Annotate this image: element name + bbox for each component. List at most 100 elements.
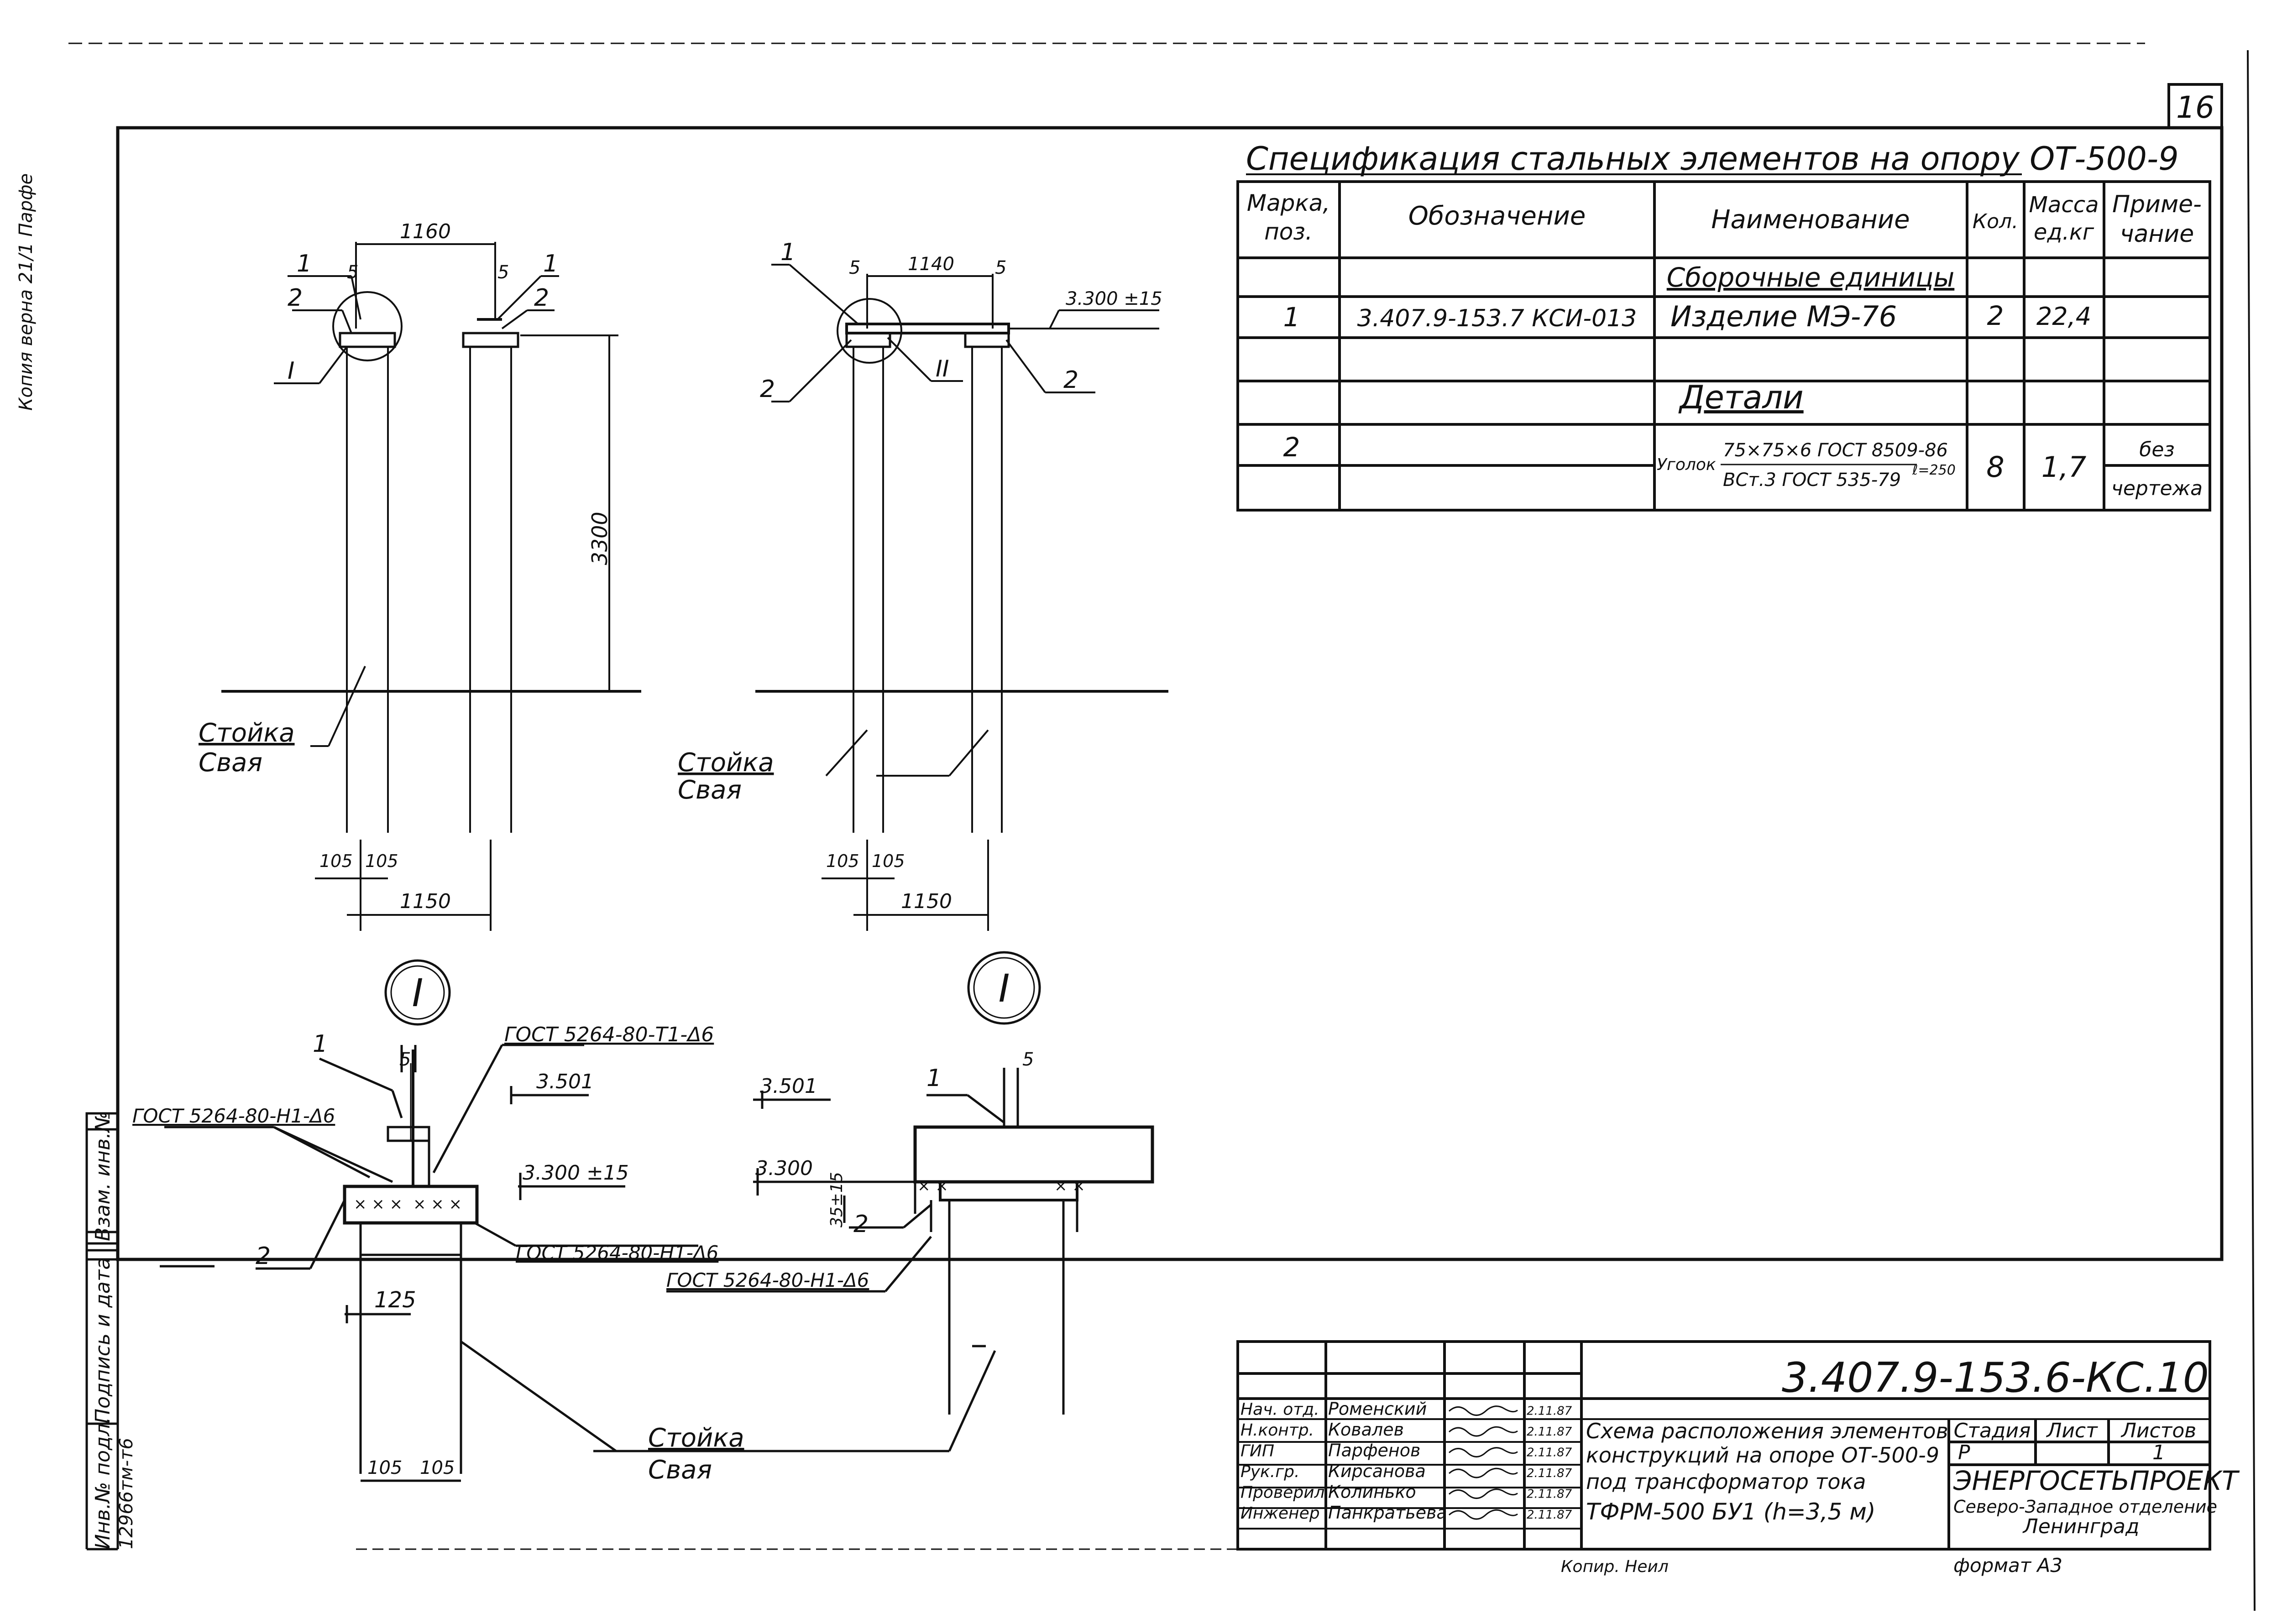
detail-II-marker: I bbox=[999, 966, 1010, 1011]
role-date: 2.11.87 bbox=[1527, 1488, 1572, 1501]
right-cut-line bbox=[2247, 50, 2256, 1611]
dim-125: 125 bbox=[374, 1287, 416, 1313]
row2-mass: 1,7 bbox=[2041, 450, 2087, 484]
dim-5-c: 5 bbox=[849, 257, 860, 278]
pos-2-f: 2 bbox=[853, 1211, 869, 1238]
desc-line-3: под трансформатор тока bbox=[1586, 1469, 1866, 1494]
level-3300-a: 3.300 ±15 bbox=[1066, 288, 1162, 309]
org-name: ЭНЕРГОСЕТЬПРОЕКТ bbox=[1953, 1465, 2240, 1496]
dim-5-e: 5 bbox=[399, 1049, 411, 1070]
role-name: Кирсанова bbox=[1328, 1461, 1426, 1481]
role-name: Панкратьева bbox=[1328, 1503, 1447, 1523]
section-assembly: Сборочные единицы bbox=[1667, 262, 1955, 293]
detail-II: I × × × × 1 5 3.501 3.300 35±15 bbox=[666, 951, 1154, 1415]
signature-mark bbox=[1448, 1467, 1518, 1478]
gost-label-2: ГОСТ 5264-80-Н1-Δ6 bbox=[132, 1105, 335, 1127]
row1-mass: 22,4 bbox=[2036, 302, 2091, 331]
dim-105-a: 105 bbox=[319, 851, 353, 871]
gost-label-4: ГОСТ 5264-80-Н1-Δ6 bbox=[666, 1269, 869, 1291]
hdr-mass-2: ед.кг bbox=[2034, 219, 2094, 245]
dim-35: 35±15 bbox=[827, 1172, 846, 1227]
gost-label-3: ГОСТ 5264-80-Н1-Δ6 bbox=[516, 1242, 718, 1264]
dim-1140: 1140 bbox=[908, 254, 954, 275]
stage-value: Р bbox=[1958, 1441, 1970, 1464]
level-3501-b: 3.501 bbox=[760, 1075, 817, 1098]
role-name: Парфенов bbox=[1328, 1441, 1420, 1461]
row2-name-top: 75×75×6 ГОСТ 8509-86 bbox=[1723, 440, 1948, 461]
desc-line-4: ТФРМ-500 БУ1 (h=3,5 м) bbox=[1586, 1499, 1875, 1525]
pos-1-e: 1 bbox=[926, 1065, 942, 1092]
spec-title: Спецификация стальных элементов на опору… bbox=[1246, 140, 2179, 178]
hdr-note-1: Приме- bbox=[2112, 191, 2202, 218]
side-stamp-copy-note: Копия верна 21/1 Парфе bbox=[16, 173, 37, 411]
weld-mark: × × bbox=[917, 1177, 948, 1195]
sheets-value: 1 bbox=[2152, 1441, 2165, 1464]
node-I-label: I bbox=[288, 357, 294, 385]
row2-qty: 8 bbox=[1986, 450, 2004, 484]
section-details: Детали bbox=[1678, 379, 1804, 416]
role-role: Н.контр. bbox=[1240, 1421, 1314, 1440]
row1-qty: 2 bbox=[1987, 300, 2004, 331]
label-svaya-c: Свая bbox=[648, 1455, 712, 1485]
pos-2-c: 2 bbox=[760, 376, 775, 403]
role-date: 2.11.87 bbox=[1527, 1446, 1572, 1460]
row2-note-2: чертежа bbox=[2111, 477, 2203, 500]
dim-5-a: 5 bbox=[347, 262, 358, 283]
row2-name-prefix: Уголок bbox=[1657, 455, 1716, 474]
role-date: 2.11.87 bbox=[1527, 1508, 1572, 1522]
dim-3300: 3300 bbox=[587, 512, 612, 565]
label-svaya-b: Свая bbox=[678, 775, 742, 805]
hdr-note-2: чание bbox=[2120, 220, 2194, 248]
level-3501-a: 3.501 bbox=[536, 1070, 594, 1093]
side-stamp-inv-value: 12966тм-т6 bbox=[116, 1438, 137, 1549]
gost-label-1: ГОСТ 5264-80-Т1-Δ6 bbox=[504, 1023, 714, 1046]
hdr-designation: Обозначение bbox=[1408, 201, 1586, 231]
dim-105-f: 105 bbox=[420, 1457, 455, 1478]
pos-2-e: 2 bbox=[256, 1243, 271, 1270]
stage-label: Стадия bbox=[1954, 1419, 2031, 1442]
role-date: 2.11.87 bbox=[1527, 1405, 1572, 1418]
title-stage: Стадия Лист Листов Р 1 ЭНЕРГОСЕТЬПРОЕКТ … bbox=[1953, 1419, 2240, 1538]
format-note: формат А3 bbox=[1953, 1554, 2062, 1577]
pos-1-a: 1 bbox=[297, 250, 312, 277]
role-role: Нач. отд. bbox=[1240, 1400, 1319, 1419]
node-II-label: II bbox=[936, 355, 949, 382]
dim-1150-b: 1150 bbox=[901, 890, 952, 913]
row1-name: Изделие МЭ-76 bbox=[1670, 300, 1897, 333]
side-stamp: Инв.№ подл. Подпись и дата Взам. инв.№ 1… bbox=[16, 173, 137, 1549]
role-date: 2.11.87 bbox=[1527, 1425, 1572, 1439]
drawing-frame bbox=[116, 126, 2224, 1261]
side-stamp-inv-podl: Инв.№ подл. bbox=[91, 1417, 115, 1549]
title-block: 3.407.9-153.6-КС.10 bbox=[1236, 1340, 2211, 1551]
weld-mark: × × × bbox=[413, 1195, 462, 1213]
role-date: 2.11.87 bbox=[1527, 1467, 1572, 1480]
dim-105-b: 105 bbox=[365, 851, 398, 871]
pos-2-d: 2 bbox=[1063, 366, 1078, 394]
label-svaya-a: Свая bbox=[199, 748, 262, 778]
hdr-qty: Кол. bbox=[1973, 210, 2018, 233]
label-stoika-b: Стойка bbox=[678, 748, 774, 778]
level-3300-c: 3.300 bbox=[755, 1157, 813, 1180]
detail-I: I × × × × × bbox=[132, 959, 996, 1485]
view-support-1: 1160 5 5 1 2 1 2 I 3300 105 105 1150 Сто… bbox=[199, 220, 641, 931]
hdr-mass-1: Масса bbox=[2029, 192, 2099, 218]
hdr-mark-1: Марка, bbox=[1247, 190, 1330, 216]
row2-note-1: без bbox=[2139, 438, 2175, 461]
sheet-label: Лист bbox=[2046, 1419, 2098, 1442]
signature-mark bbox=[1448, 1426, 1518, 1437]
side-stamp-grid bbox=[85, 1113, 119, 1551]
pos-1-c: 1 bbox=[780, 239, 796, 266]
role-name: Ковалев bbox=[1328, 1420, 1404, 1440]
dim-5-b: 5 bbox=[497, 262, 509, 283]
dim-105-d: 105 bbox=[872, 851, 905, 871]
sheet-number: 16 bbox=[2176, 90, 2214, 125]
label-stoika-c: Стойка bbox=[648, 1423, 744, 1453]
signature-mark bbox=[1448, 1509, 1518, 1520]
pos-1-d: 1 bbox=[313, 1030, 328, 1058]
spec-table: Спецификация стальных элементов на опору… bbox=[1236, 140, 2211, 512]
sheet-number-box bbox=[2167, 83, 2223, 129]
label-stoika-a: Стойка bbox=[199, 718, 295, 748]
role-role: Инженер bbox=[1240, 1504, 1320, 1523]
role-name: Колинько bbox=[1328, 1482, 1416, 1502]
